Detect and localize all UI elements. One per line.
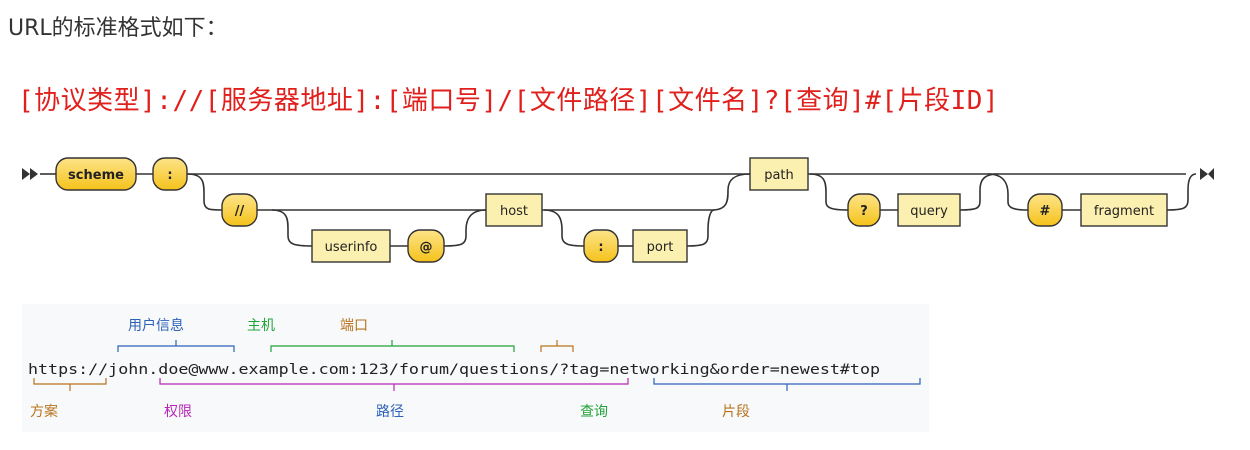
port-label: port [647,240,674,255]
host-nonterminal [485,193,543,227]
userinfo-bracket [117,340,235,352]
userinfo-nonterminal [311,229,391,263]
uri-breakdown-figure: 用户信息 主机 端口 https://john.doe@www.example.… [28,317,921,420]
colon-terminal [152,157,188,191]
query-caption: 查询 [580,404,608,420]
fragment-bracket [653,378,921,391]
slashes-terminal [221,193,258,227]
host-bracket [270,340,515,352]
scheme-caption: 方案 [30,403,58,420]
example-url: https://john.doe@www.example.com:123/for… [28,362,880,378]
path-caption: 路径 [376,404,404,420]
path-label: path [764,168,794,183]
colon-label: : [167,168,172,183]
hash-terminal [1027,193,1063,227]
userinfo-caption: 用户信息 [128,317,184,334]
authority-bracket [159,378,629,391]
fragment-caption: 片段 [722,404,750,420]
at-terminal [407,229,445,263]
scheme-bracket [33,378,107,391]
slashes-label: // [235,204,245,219]
scheme-label: scheme [68,168,124,183]
intro-text: URL的标准格式如下： [8,16,228,41]
port-colon-label: : [598,240,603,255]
port-bracket [540,340,574,352]
path-nonterminal [749,157,809,191]
port-nonterminal [632,229,688,263]
uri-syntax-diagram: scheme : // @ : ? # userinfo host port p… [22,157,1214,263]
query-label: query [910,204,948,219]
host-label: host [500,204,528,219]
port-colon-terminal [583,229,619,263]
scheme-terminal [55,157,137,191]
fragment-nonterminal [1080,193,1168,227]
url-format-line: [协议类型]://[服务器地址]:[端口号]/[文件路径][文件名]?[查询]#… [18,86,1000,116]
hash-label: # [1040,204,1051,219]
question-label: ? [860,204,868,219]
host-caption: 主机 [247,318,275,334]
fragment-label: fragment [1094,204,1154,219]
userinfo-label: userinfo [325,240,378,255]
question-terminal [847,193,881,227]
uri-example-panel: 用户信息 主机 端口 https://john.doe@www.example.… [22,304,929,432]
authority-caption: 权限 [164,404,192,420]
at-label: @ [420,240,433,255]
query-nonterminal [897,193,961,227]
port-caption: 端口 [340,318,368,334]
